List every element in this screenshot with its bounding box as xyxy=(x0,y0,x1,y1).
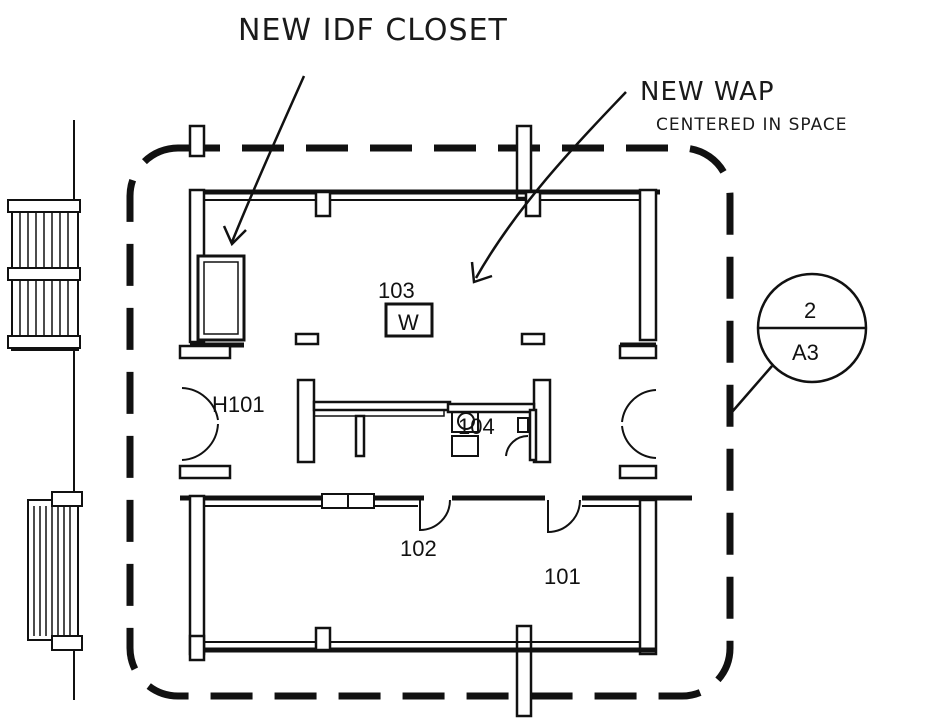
wall-stub xyxy=(618,344,658,360)
exterior-stair-lower xyxy=(27,491,83,651)
room-102-label: 102 xyxy=(400,536,437,561)
exterior-stair-upper xyxy=(7,120,81,700)
idf-closet-note: NEW IDF CLOSET xyxy=(238,13,508,48)
lower-rooms-walls xyxy=(180,493,692,662)
door-swing-102 xyxy=(419,499,451,532)
wap-note-line2: CENTERED IN SPACE xyxy=(656,115,848,135)
idf-closet xyxy=(196,254,246,342)
idf-note-arrow xyxy=(222,75,306,247)
door-swing-right xyxy=(621,389,657,459)
room-h101-label: H101 xyxy=(212,392,265,417)
core-104 xyxy=(296,378,552,464)
wap-symbol-box xyxy=(384,302,434,338)
wap-symbol: W xyxy=(398,310,419,335)
room-103-walls xyxy=(188,188,660,348)
wall-stub xyxy=(178,464,232,480)
dashed-scope-boundary xyxy=(126,144,734,700)
wap-note-line1: NEW WAP xyxy=(640,77,775,107)
column-stub xyxy=(188,124,206,158)
room-101-label: 101 xyxy=(544,564,581,589)
wall-stub xyxy=(618,464,658,480)
wall-stub xyxy=(178,344,232,360)
door-swing-left xyxy=(181,387,219,461)
wap-note-arrow xyxy=(470,91,627,284)
column-stub xyxy=(515,624,533,718)
door-swing-101 xyxy=(547,499,581,534)
section-marker: 2 A3 xyxy=(731,272,868,413)
room-104-label: 104 xyxy=(458,414,495,439)
column-stub xyxy=(515,124,533,200)
section-number: 2 xyxy=(804,298,816,323)
section-sheet: A3 xyxy=(792,340,819,365)
room-103-label: 103 xyxy=(378,278,415,303)
